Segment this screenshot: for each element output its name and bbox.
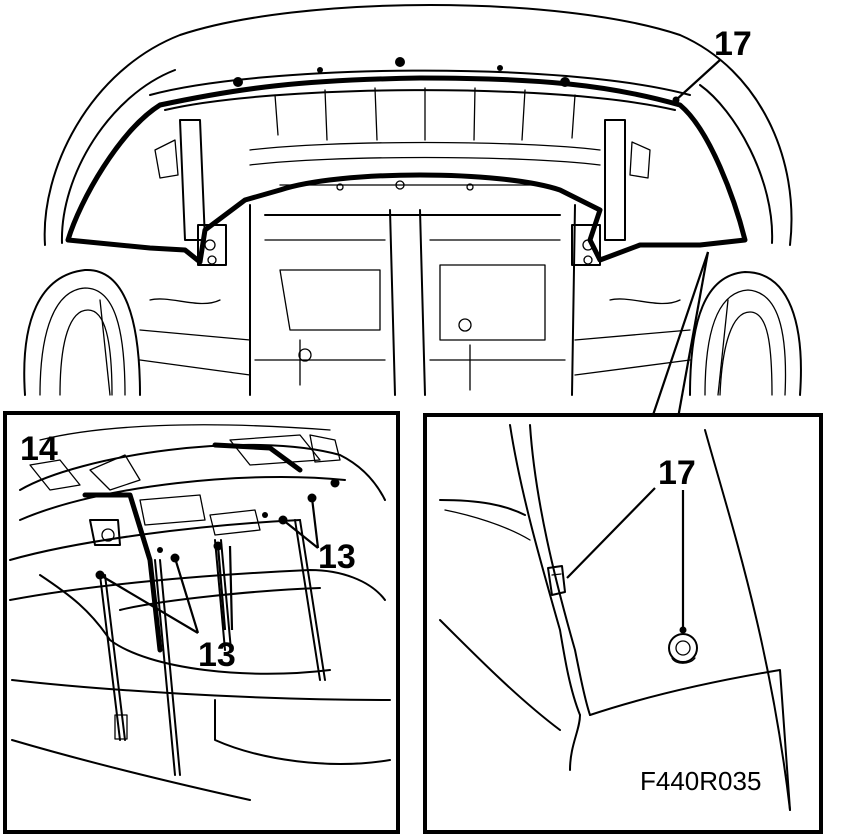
left-bracket — [154, 119, 227, 266]
detail-clip-callout-label: 17 — [658, 454, 696, 492]
right-detail-frame — [423, 413, 823, 834]
screws-right-callout-label: 13 — [318, 538, 356, 576]
underbody — [249, 180, 576, 396]
wiring-harness-line — [82, 492, 163, 653]
left-wheel — [23, 268, 141, 396]
right-wheel — [689, 271, 802, 396]
detail-leader-right — [676, 251, 710, 419]
rear-view-illustration — [23, 4, 802, 396]
left-detail-illustration — [9, 424, 391, 801]
top-screws — [233, 57, 570, 87]
bumper-cover-outline — [65, 75, 748, 265]
figure-code-label: F440R035 — [640, 766, 761, 796]
bumper-ribs — [249, 87, 601, 166]
screws-bottom-leaders — [99, 545, 234, 634]
clip-leader — [566, 487, 656, 579]
screws-bottom-callout-label: 13 — [198, 636, 236, 674]
right-bracket — [571, 119, 651, 266]
screws-right-leaders — [282, 497, 320, 549]
round-fastener — [668, 633, 698, 663]
right-detail-illustration — [439, 424, 791, 811]
detail-leader-left — [650, 251, 710, 419]
left-detail-frame — [3, 411, 400, 834]
bumper-callout-leader — [675, 59, 721, 101]
bumper-callout-label: 17 — [714, 25, 752, 63]
clip-part — [547, 565, 566, 596]
harness-callout-label: 14 — [20, 430, 58, 468]
bumper-outer-contour — [43, 4, 793, 246]
